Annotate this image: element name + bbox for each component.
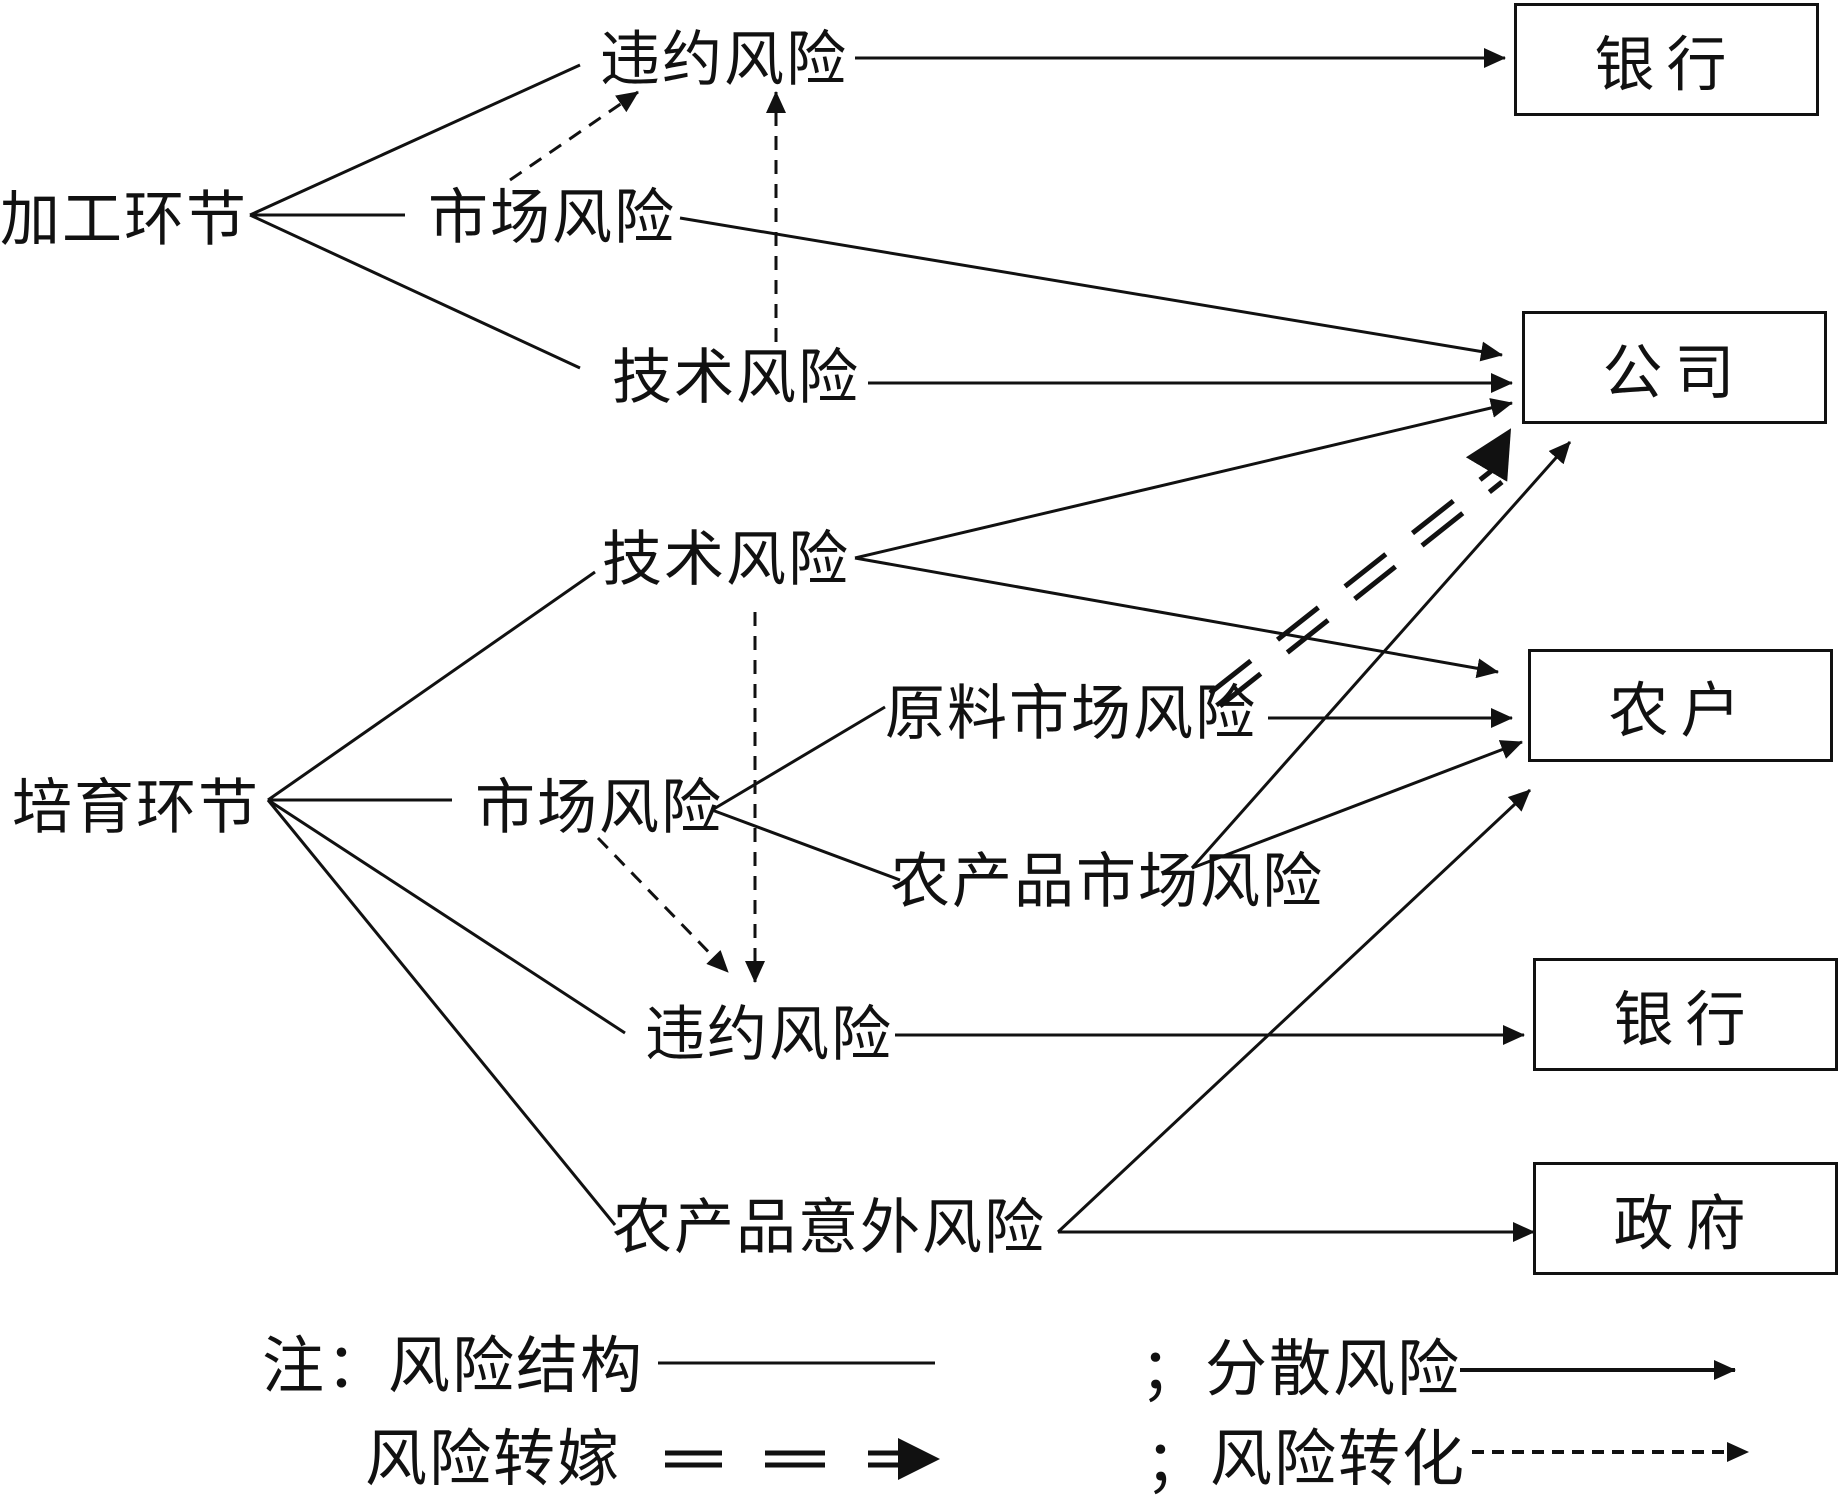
legend-transfer-line xyxy=(665,1438,940,1480)
node-product-market: 农产品市场风险 xyxy=(890,847,1324,917)
structure-lines xyxy=(249,63,901,1226)
legend-sep-2: ； xyxy=(1145,1426,1210,1499)
box-bank-bottom-label: 银行 xyxy=(1613,985,1758,1055)
line-processing-breach xyxy=(249,63,581,217)
legend-sep-1: ； xyxy=(1140,1334,1205,1407)
node-accident: 农产品意外风险 xyxy=(612,1193,1046,1263)
arrow-breed-tech-farmer xyxy=(854,556,1499,679)
arrow-product-farmer xyxy=(1191,740,1523,870)
conversion-arrows xyxy=(509,90,786,983)
node-proc-market: 市场风险 xyxy=(428,183,676,253)
arrow-proc-market-to-breach xyxy=(509,90,639,182)
legend-lines xyxy=(658,1360,1749,1480)
legend-dispersal-label: 分散风险 xyxy=(1205,1332,1462,1405)
node-processing: 加工环节 xyxy=(0,185,248,255)
legend-conversion-label: 风险转化 xyxy=(1210,1422,1467,1495)
dispersal-arrows xyxy=(679,48,1572,1242)
node-breed-market: 市场风险 xyxy=(475,773,723,843)
box-bank-top-label: 银行 xyxy=(1594,30,1739,100)
arrow-breed-market-to-breach xyxy=(596,836,730,974)
box-government-label: 政府 xyxy=(1613,1189,1758,1259)
node-breed-tech: 技术风险 xyxy=(602,525,850,595)
arrow-breed-tech-company xyxy=(854,398,1513,560)
box-farmer-label: 农户 xyxy=(1608,676,1753,746)
line-market-raw xyxy=(711,705,886,812)
legend-structure-label: 风险结构 xyxy=(388,1329,645,1402)
box-company: 公司 xyxy=(1522,311,1827,424)
box-bank-top: 银行 xyxy=(1514,3,1819,116)
box-farmer: 农户 xyxy=(1528,649,1833,762)
box-government: 政府 xyxy=(1533,1162,1838,1275)
node-proc-breach: 违约风险 xyxy=(600,25,848,95)
node-proc-tech: 技术风险 xyxy=(612,343,860,413)
box-bank-bottom: 银行 xyxy=(1533,958,1838,1071)
box-company-label: 公司 xyxy=(1602,338,1747,408)
transfer-arrow xyxy=(1208,428,1512,708)
node-breed-breach: 违约风险 xyxy=(645,1000,893,1070)
legend-transfer-label: 风险转嫁 xyxy=(365,1422,622,1495)
line-breeding-breach xyxy=(267,798,626,1035)
node-breeding: 培育环节 xyxy=(12,773,260,843)
arrow-proc-market-company xyxy=(679,216,1503,362)
line-breeding-accident xyxy=(266,799,617,1226)
line-breeding-tech xyxy=(267,570,596,802)
arrow-product-company xyxy=(1190,441,1572,869)
line-market-product xyxy=(711,808,901,882)
arrow-accident-farmer xyxy=(1056,788,1532,1234)
legend-prefix: 注： xyxy=(262,1329,391,1402)
node-raw-market: 原料市场风险 xyxy=(885,679,1257,749)
line-processing-tech xyxy=(249,213,581,370)
